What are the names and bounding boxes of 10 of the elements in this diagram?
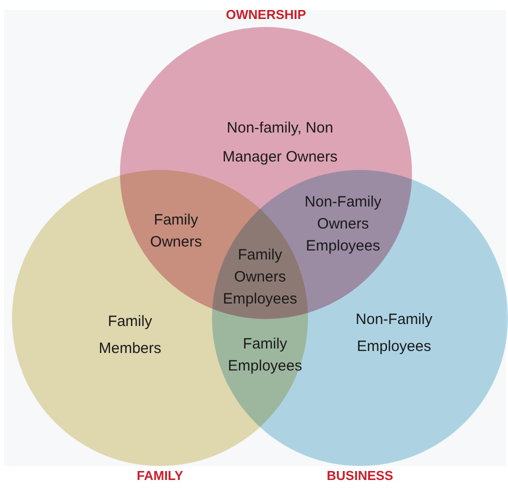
set-title: FAMILY — [136, 468, 184, 483]
overlap-label: Family Employees — [226, 334, 304, 376]
overlap-label: Non-Family Owners Employees — [304, 192, 382, 256]
overlap-label: Family Owners Employees — [222, 245, 298, 309]
region-label: Non-Family Employees — [354, 310, 434, 357]
set-title: OWNERSHIP — [226, 7, 306, 22]
overlap-label: Family Owners — [149, 210, 203, 252]
set-title: BUSINESS — [326, 468, 394, 483]
region-label: Non-family, Non Manager Owners — [221, 118, 339, 167]
region-label: Family Members — [98, 312, 162, 359]
